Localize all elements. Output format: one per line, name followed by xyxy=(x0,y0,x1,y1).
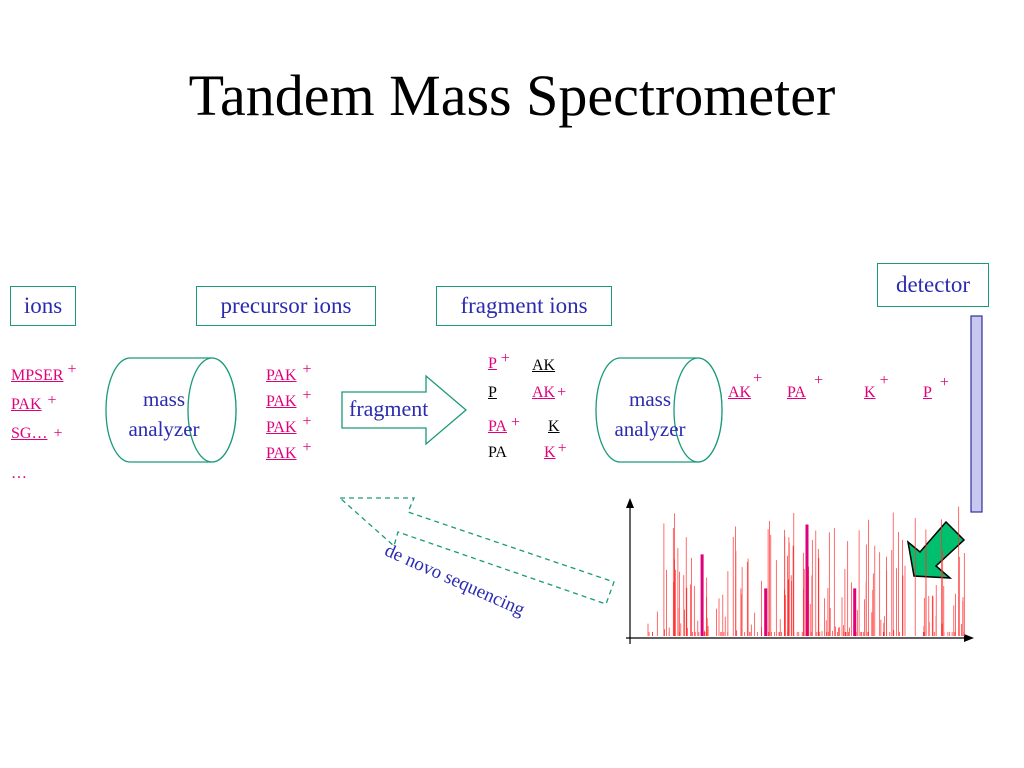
separated-ion-pa: PA+ xyxy=(787,372,824,401)
spectrum-y-axis-arrow xyxy=(626,498,634,508)
mass-analyzer-1-cylinder xyxy=(105,357,237,463)
precursor-ion-3: PAK+ xyxy=(266,413,312,436)
input-ion-ellipsis: … xyxy=(11,465,27,482)
spectrum-highlighted-peak-4 xyxy=(853,588,857,636)
precursor-ions-label: precursor ions xyxy=(196,286,376,326)
precursor-ion-1: PAK+ xyxy=(266,361,312,384)
fragment-pair-3-left: PA+ xyxy=(488,414,521,435)
separated-ion-p: P+ xyxy=(923,374,949,401)
fragment-pair-1-left: P+ xyxy=(488,350,510,372)
fragment-pair-3-right: K xyxy=(548,418,560,435)
fragment-pair-1-right: AK xyxy=(532,357,556,374)
de-novo-arrow-shape xyxy=(338,497,615,605)
fragment-arrow-shape xyxy=(341,374,468,446)
ions-label: ions xyxy=(10,286,76,326)
mass-analyzer-2-cylinder xyxy=(595,357,723,463)
precursor-ion-2: PAK+ xyxy=(266,387,312,410)
detector-label: detector xyxy=(877,263,989,307)
spectrum-highlighted-peak-1 xyxy=(700,554,704,636)
input-ion-sg: SG…+ xyxy=(11,425,63,442)
input-ion-mpser: MPSER+ xyxy=(11,361,77,384)
fragment-ions-label: fragment ions xyxy=(436,286,612,326)
input-ion-pak: PAK+ xyxy=(11,392,57,413)
fragment-label: fragment xyxy=(349,396,429,421)
fragment-pair-4-left: PA xyxy=(488,444,507,461)
page-title: Tandem Mass Spectrometer xyxy=(188,63,836,128)
fragment-pair-2-right: AK+ xyxy=(532,384,567,401)
green-arrow-icon xyxy=(906,520,966,579)
fragment-pair-2-left: P xyxy=(488,384,497,401)
fragment-pair-4-right: K+ xyxy=(544,440,567,461)
detector-bar xyxy=(970,315,983,513)
spectrum-chart xyxy=(626,498,974,644)
spectrum-highlighted-peak-3 xyxy=(805,524,809,636)
precursor-ion-4: PAK+ xyxy=(266,439,312,462)
separated-ion-k: K+ xyxy=(864,372,889,401)
spectrum-highlighted-peak-2 xyxy=(764,588,768,636)
spectrum-highlighted-peaks xyxy=(700,524,857,636)
spectrum-x-axis-arrow xyxy=(964,634,974,642)
separated-ion-ak: AK+ xyxy=(728,370,763,401)
